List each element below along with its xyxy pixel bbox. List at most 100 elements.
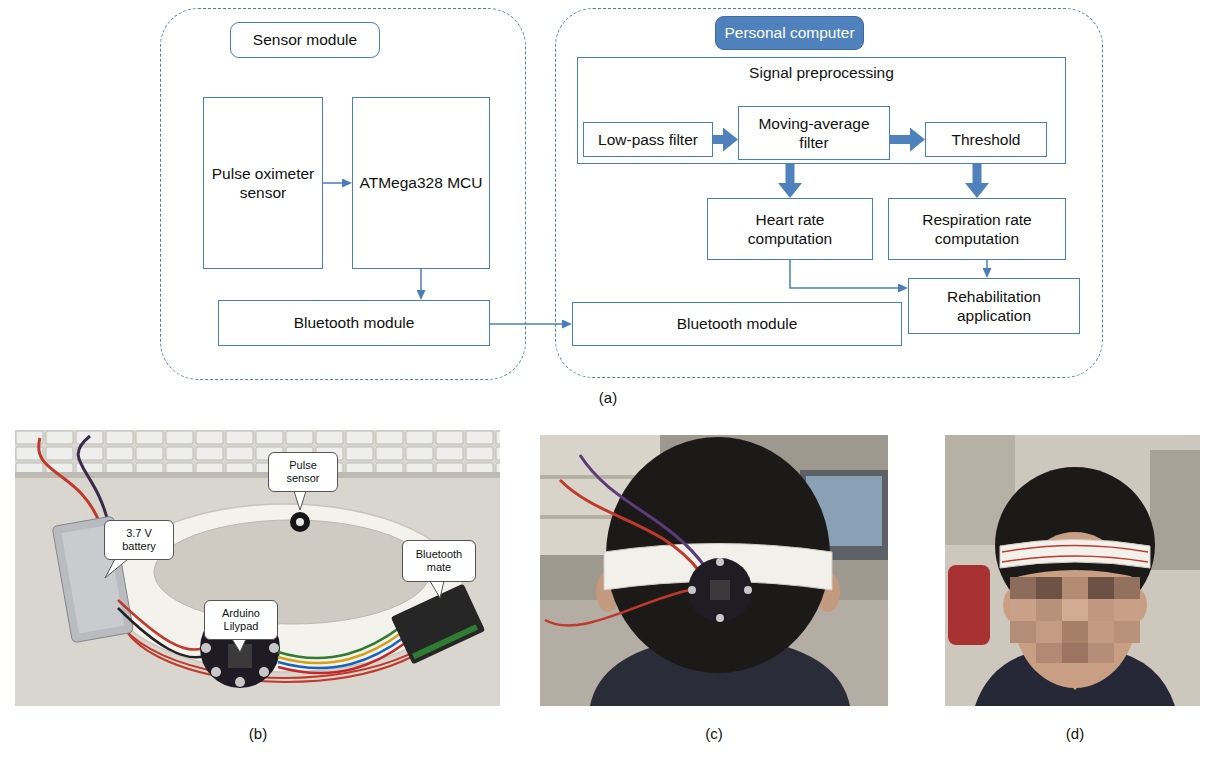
node-label: Bluetooth module xyxy=(677,314,798,333)
front-view-photo-part xyxy=(1062,577,1088,599)
front-view-photo-part xyxy=(1010,621,1036,643)
back-view-photo-part xyxy=(716,558,724,566)
block-arrow xyxy=(713,135,723,144)
group-title-text: Signal preprocessing xyxy=(578,64,1065,82)
front-view-photo-part xyxy=(1036,577,1062,599)
process-box: ATMega328 MCU xyxy=(352,97,490,269)
group-title: Signal preprocessing xyxy=(578,64,1065,82)
front-view-photo-part xyxy=(995,467,1155,623)
headband-photo-part-part xyxy=(412,624,478,659)
callout-bubble: Bluetooth mate xyxy=(402,540,476,582)
headband-photo-part xyxy=(15,430,500,706)
process-box: Rehabilitation application xyxy=(908,278,1080,334)
front-view-photo-part xyxy=(1010,577,1036,599)
headband-photo-part xyxy=(118,600,203,650)
node-label: 3.7 V battery xyxy=(108,527,170,552)
headband-photo-part xyxy=(430,581,444,598)
front-view-photo-part xyxy=(1088,577,1114,599)
front-view-photo-part xyxy=(1036,643,1062,663)
stage-group: Signal preprocessingLow-pass filter Movin… xyxy=(577,57,1066,164)
front-view-photo-part xyxy=(1002,546,1148,553)
node-label: ATMega328 MCU xyxy=(360,173,483,192)
front-view-photo-part xyxy=(948,565,990,645)
front-view-photo-part xyxy=(945,435,1200,706)
headband-photo-part xyxy=(259,667,269,677)
front-view-photo-part xyxy=(1002,556,1148,562)
headband-photo-part xyxy=(290,512,310,532)
headband-photo-part-part xyxy=(391,584,485,665)
front-view-photo-part xyxy=(1088,643,1114,663)
back-view-photo-part xyxy=(716,614,724,622)
front-view-photo-part xyxy=(1062,599,1088,621)
headband-photo-part xyxy=(278,636,406,668)
back-view-photo-part xyxy=(688,586,696,594)
panel-label-holder: (c) xyxy=(674,725,754,742)
panel-label: (a) xyxy=(568,389,648,406)
connector-arrow xyxy=(490,323,562,325)
headband-photo-part xyxy=(391,584,485,665)
back-view-photo xyxy=(540,435,888,706)
headband-photo-part xyxy=(278,631,404,663)
heading-text: Personal computer xyxy=(724,24,854,42)
heading-pill: Sensor module xyxy=(230,22,380,58)
headband-photo-part xyxy=(105,559,128,578)
panel-label: (d) xyxy=(1035,725,1115,742)
front-view-photo-part xyxy=(1062,643,1088,663)
front-view-photo xyxy=(945,435,1200,706)
connector-arrow xyxy=(790,260,898,288)
connector-arrow xyxy=(323,182,342,184)
node-label: Arduino Lilypad xyxy=(208,607,274,632)
back-view-photo-part xyxy=(545,590,690,626)
node-label: Pulse oximeter sensor xyxy=(210,164,316,203)
module-region: Sensor modulePulse oximeter sensor ATMega… xyxy=(160,8,526,380)
front-view-photo-part xyxy=(1150,450,1200,570)
block-arrow xyxy=(786,164,795,183)
node-label: Low-pass filter xyxy=(598,130,698,149)
back-view-photo-part xyxy=(560,480,700,572)
panel-label-holder: (d) xyxy=(1035,725,1115,742)
connector-arrow xyxy=(986,260,988,268)
back-view-photo-part xyxy=(744,586,752,594)
headband-photo xyxy=(15,430,500,706)
panel-label-holder: (b) xyxy=(218,725,298,742)
node-label: Bluetooth mate xyxy=(406,548,472,573)
front-view-photo-part xyxy=(1114,621,1140,643)
front-view-photo-part xyxy=(1062,621,1088,643)
node-label: Threshold xyxy=(952,130,1021,149)
headband-photo-part xyxy=(294,491,306,510)
block-arrow xyxy=(973,164,982,183)
headband-photo-part xyxy=(154,520,430,624)
process-box: Bluetooth module xyxy=(572,302,902,346)
back-view-photo-part xyxy=(688,558,752,622)
headband-photo-part xyxy=(78,436,108,522)
front-view-photo-part xyxy=(1036,621,1062,643)
headband-photo-part xyxy=(278,626,402,658)
block-arrow xyxy=(890,135,910,144)
headband-photo-part xyxy=(269,643,279,653)
back-view-photo-part xyxy=(710,580,730,600)
front-view-photo-part xyxy=(1000,540,1150,569)
headband-photo-part xyxy=(232,639,246,652)
headband-photo-part xyxy=(278,641,408,673)
front-view-photo-part xyxy=(1114,577,1140,599)
node-label: Moving-average filter xyxy=(745,114,883,153)
process-box: Threshold xyxy=(925,122,1047,157)
module-region: Personal computerSignal preprocessingLow… xyxy=(555,8,1103,378)
front-view-photo-part xyxy=(1088,599,1114,621)
back-view-photo-part xyxy=(580,455,706,568)
node-label: Heart rate computation xyxy=(714,210,866,249)
back-view-photo-part xyxy=(540,435,888,706)
front-view-photo-part xyxy=(1010,599,1036,621)
process-box: Low-pass filter xyxy=(583,122,713,157)
callout-bubble: Pulse sensor xyxy=(268,452,338,492)
headband-photo-part xyxy=(201,643,211,653)
node-label: Pulse sensor xyxy=(272,459,334,484)
node-label: Bluetooth module xyxy=(294,313,415,332)
callout-bubble: 3.7 V battery xyxy=(104,520,174,560)
headband-photo-part xyxy=(211,667,221,677)
headband-photo-part xyxy=(118,608,205,657)
process-box: Respiration rate computation xyxy=(888,198,1066,260)
